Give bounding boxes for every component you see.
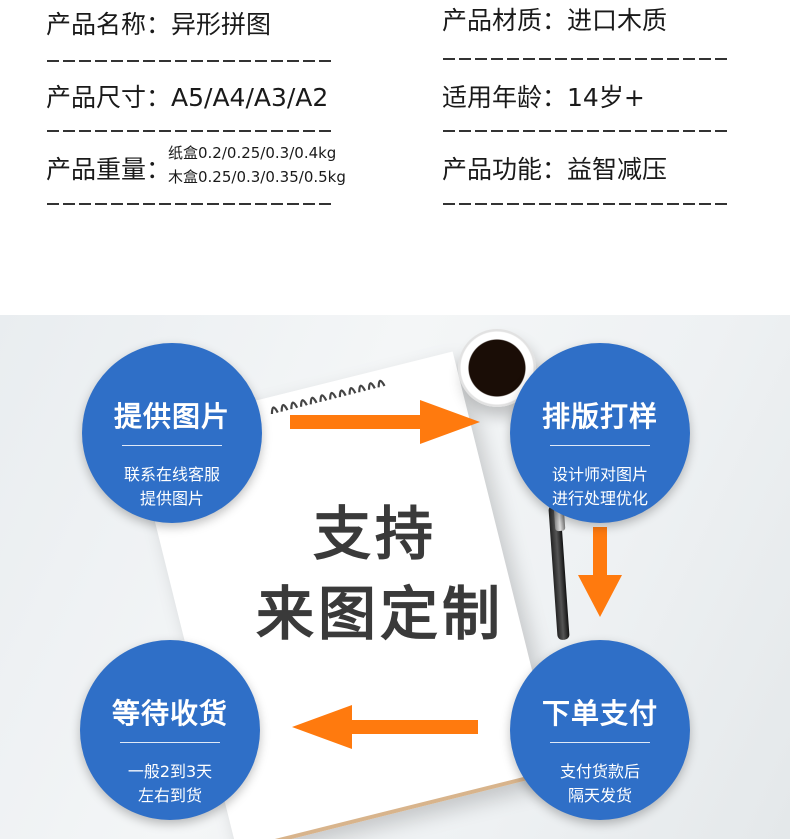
spec-material-value: 进口木质 xyxy=(567,6,668,35)
spec-weight-wood: 木盒0.25/0.3/0.35/0.5kg xyxy=(168,168,346,186)
spec-size-value: A5/A4/A3/A2 xyxy=(171,83,329,112)
step-desc-2: 提供图片 xyxy=(139,489,204,508)
divider xyxy=(443,203,728,205)
slogan-line-2: 来图定制 xyxy=(255,580,504,648)
step-title: 下单支付 xyxy=(541,697,658,730)
step-title: 排版打样 xyxy=(541,400,658,433)
step-divider xyxy=(550,742,650,743)
spec-function-label: 产品功能： xyxy=(442,155,568,184)
spec-name-value: 异形拼图 xyxy=(171,10,272,39)
step-desc-2: 左右到货 xyxy=(137,786,202,805)
divider xyxy=(443,130,728,132)
spec-weight-values: 纸盒0.2/0.25/0.3/0.4kg 木盒0.25/0.3/0.35/0.5… xyxy=(168,141,346,189)
notebook-rings xyxy=(270,379,386,415)
step-desc-1: 设计师对图片 xyxy=(551,465,648,484)
arrow-right-icon xyxy=(290,400,480,444)
arrow-left-icon xyxy=(292,705,478,749)
spec-size-label: 产品尺寸： xyxy=(46,83,172,112)
step-desc-2: 隔天发货 xyxy=(567,786,632,805)
spec-material-label: 产品材质： xyxy=(442,6,568,35)
step-desc-1: 联系在线客服 xyxy=(123,465,220,484)
step-await-delivery: 等待收货 一般2到3天 左右到货 xyxy=(80,640,260,820)
step-provide-image: 提供图片 联系在线客服 提供图片 xyxy=(82,343,262,523)
spec-name-label: 产品名称： xyxy=(46,10,172,39)
spec-function: 产品功能：益智减压 xyxy=(442,155,667,185)
spec-weight: 产品重量： xyxy=(46,155,171,185)
custom-order-banner: 支持 来图定制 提供图片 联系在线客服 提供图片 排版打样 设计师对图片 进行处… xyxy=(0,315,790,839)
step-layout-proof: 排版打样 设计师对图片 进行处理优化 xyxy=(510,343,690,523)
step-desc-1: 一般2到3天 xyxy=(127,762,213,781)
step-order-payment: 下单支付 支付货款后 隔天发货 xyxy=(510,640,690,820)
spec-material: 产品材质：进口木质 xyxy=(442,6,667,36)
spec-size: 产品尺寸：A5/A4/A3/A2 xyxy=(46,83,328,113)
step-title: 等待收货 xyxy=(111,697,228,730)
divider xyxy=(47,60,332,62)
step-desc-1: 支付货款后 xyxy=(559,762,640,781)
step-divider xyxy=(120,742,220,743)
step-title: 提供图片 xyxy=(113,400,230,433)
spec-name: 产品名称：异形拼图 xyxy=(46,10,271,40)
step-desc-2: 进行处理优化 xyxy=(551,489,648,508)
divider xyxy=(47,203,332,205)
divider xyxy=(443,58,728,60)
step-divider xyxy=(122,445,222,446)
step-divider xyxy=(550,445,650,446)
divider xyxy=(47,130,332,132)
spec-function-value: 益智减压 xyxy=(567,155,668,184)
spec-age: 适用年龄：14岁+ xyxy=(442,83,645,113)
spec-age-label: 适用年龄： xyxy=(442,83,568,112)
arrow-down-icon xyxy=(578,527,622,617)
spec-weight-paper: 纸盒0.2/0.25/0.3/0.4kg xyxy=(168,144,337,162)
spec-weight-label: 产品重量： xyxy=(46,155,172,184)
slogan-line-1: 支持 xyxy=(312,500,437,568)
spec-age-value: 14岁+ xyxy=(567,83,645,112)
